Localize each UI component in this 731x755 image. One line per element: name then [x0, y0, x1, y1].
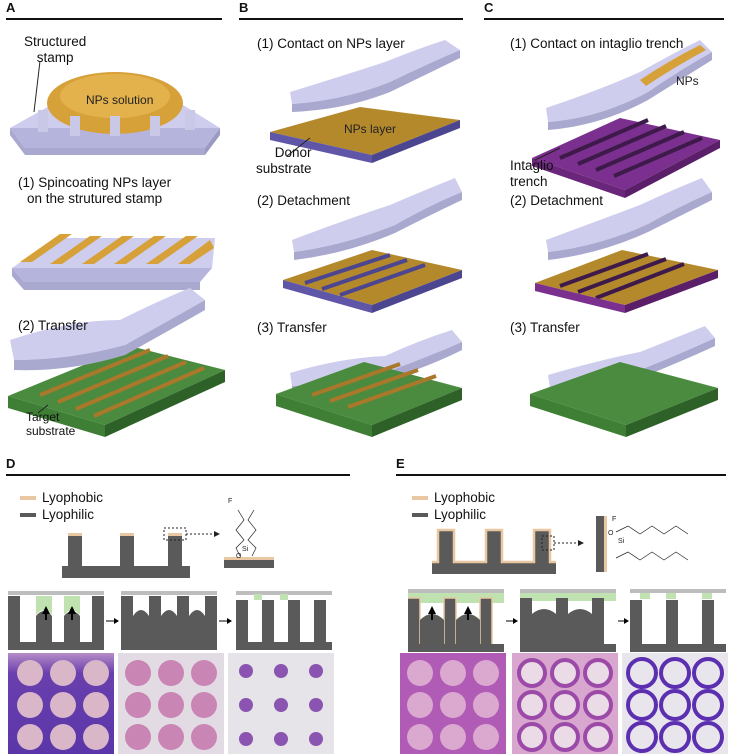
- panel-e-molecule-f: F: [612, 516, 617, 523]
- panel-d-lyophilic-label: Lyophilic: [42, 507, 95, 522]
- panel-b-detachment-scene: [283, 178, 462, 313]
- donor-substrate-line1: Donor: [274, 145, 312, 160]
- panel-d-photo-2: [118, 653, 224, 754]
- target-substrate-line2: substrate: [26, 424, 76, 438]
- panel-e-photo-3: [622, 653, 728, 754]
- panel-b-contact-scene: [270, 40, 460, 163]
- panel-c-contact-label: (1) Contact on intaglio trench: [510, 36, 684, 51]
- panel-c-detachment-label: (2) Detachment: [510, 193, 604, 208]
- panel-a-transfer-scene: [8, 288, 225, 437]
- panel-d-process-row: [8, 591, 332, 650]
- panel-e-process-row: [408, 589, 726, 652]
- spincoating-step-line2: on the strutured stamp: [27, 191, 163, 206]
- target-substrate-line1: Target: [26, 410, 60, 424]
- panel-d-photo-3: [228, 653, 334, 754]
- spincoated-stamp: [12, 234, 215, 290]
- panel-c-transfer-label: (3) Transfer: [510, 320, 580, 335]
- panel-e-rule: [396, 474, 726, 476]
- panel-letter-a: A: [6, 0, 16, 15]
- target-substrate-label: Target substrate: [26, 410, 75, 438]
- structured-stamp-label-line2: stamp: [36, 50, 74, 65]
- nps-layer-label: NPs layer: [344, 122, 397, 136]
- panel-letter-e: E: [396, 456, 405, 471]
- structured-stamp-with-solution: [10, 60, 220, 155]
- panel-e-lyophobic-label: Lyophobic: [434, 490, 496, 505]
- panel-e-photo-3-dots: [626, 657, 724, 753]
- spincoating-step-label: (1) Spincoating NPs layer on the strutur…: [18, 175, 171, 207]
- panel-b-transfer-scene: [276, 330, 462, 437]
- panel-b-contact-label: (1) Contact on NPs layer: [257, 36, 405, 51]
- panel-d-rule: [6, 474, 350, 476]
- panel-e-photo-2: [512, 653, 618, 754]
- panel-d-photo-1: [8, 653, 114, 754]
- panel-letter-d: D: [6, 456, 16, 471]
- structured-stamp-label-line1: Structured: [24, 34, 87, 49]
- donor-substrate-line2: substrate: [256, 161, 312, 176]
- panel-d-molecule-text: F Si O: [228, 498, 248, 560]
- panel-d-molecule-si: Si: [242, 546, 249, 553]
- panel-e-lyophilic-label: Lyophilic: [434, 507, 487, 522]
- panel-b-transfer-label: (3) Transfer: [257, 320, 327, 335]
- panel-e-photo-2-dots: [517, 658, 613, 752]
- panel-d-stamp-profile: [62, 509, 274, 578]
- donor-substrate-label: Donor substrate: [256, 145, 312, 177]
- structured-stamp-label: Structured stamp: [24, 34, 86, 66]
- panel-letter-b: B: [239, 0, 249, 15]
- intaglio-trench-label: Intaglio trench: [510, 158, 554, 190]
- panel-b-rule: [239, 18, 463, 20]
- panel-d-legend-swatches: [20, 496, 36, 517]
- panel-c-rule: [484, 18, 724, 20]
- panel-d-molecule-o: O: [236, 553, 242, 560]
- panel-e-molecule-si: Si: [618, 538, 625, 545]
- panel-d-photo-3-dots: [239, 664, 323, 746]
- panel-e-photo-1: [400, 653, 506, 754]
- spincoating-step-line1: (1) Spincoating NPs layer: [18, 175, 172, 190]
- panel-e-legend-swatches: [412, 496, 428, 517]
- panel-d-molecule-f: F: [228, 498, 233, 505]
- panel-c-transfer-scene: [530, 326, 718, 437]
- panel-e-molecule-o: O: [608, 530, 614, 537]
- panel-c-contact-scene: [532, 40, 720, 198]
- panel-d-photo-2-dots: [125, 660, 217, 750]
- panel-e-stamp-profile: [432, 516, 689, 574]
- intaglio-trench-line2: trench: [510, 174, 548, 189]
- panel-b-detachment-label: (2) Detachment: [257, 193, 351, 208]
- panel-c-nps-label: NPs: [676, 74, 699, 88]
- panel-letter-c: C: [484, 0, 494, 15]
- panel-e-molecule-text: F Si O: [608, 516, 624, 545]
- panel-e-photo-1-dots: [407, 660, 499, 750]
- panel-d-photo-1-dots: [17, 660, 109, 750]
- panel-a-transfer-label: (2) Transfer: [18, 318, 88, 333]
- panel-c-detachment-scene: [535, 178, 718, 313]
- panel-d-lyophobic-label: Lyophobic: [42, 490, 104, 505]
- intaglio-trench-line1: Intaglio: [510, 158, 554, 173]
- panel-a-rule: [6, 18, 222, 20]
- nps-solution-label: NPs solution: [86, 93, 154, 107]
